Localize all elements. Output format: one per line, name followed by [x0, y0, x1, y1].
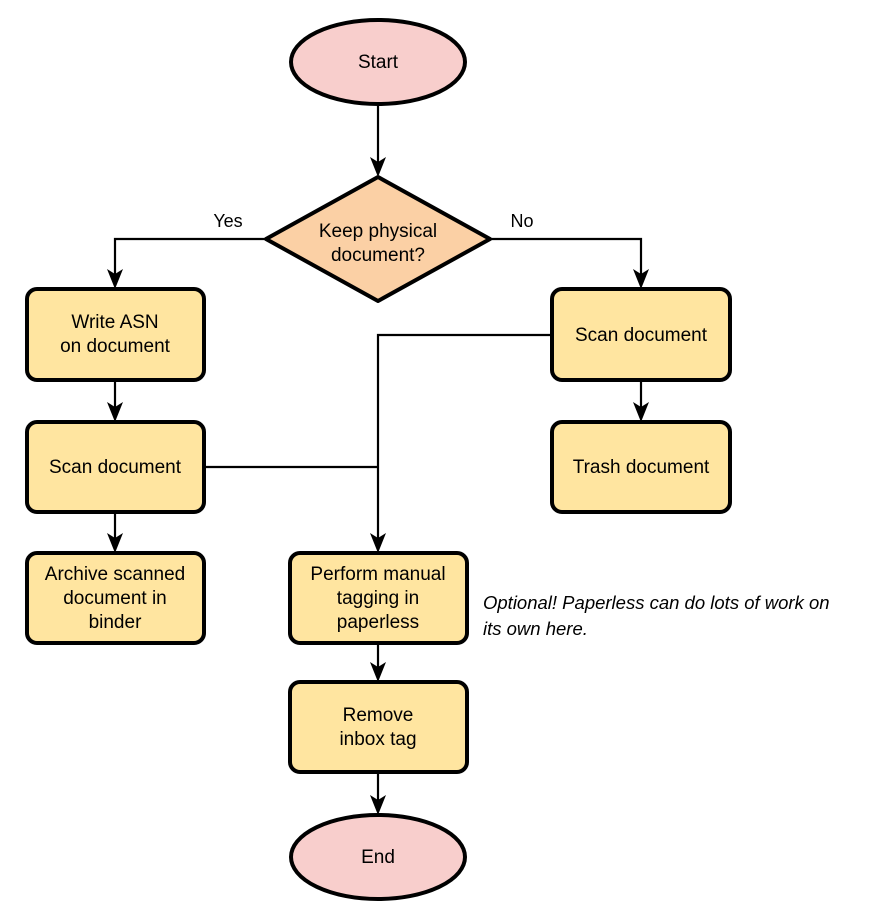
decision-diamond[interactable]	[264, 175, 492, 303]
node-perform-manual-tagging[interactable]: Perform manual tagging in paperless	[288, 551, 469, 645]
node-remove-inbox-tag[interactable]: Remove inbox tag	[288, 680, 469, 774]
annotation-line1: Optional! Paperless can do lots of work …	[483, 592, 830, 613]
scan-document-left-box[interactable]	[25, 420, 206, 514]
tagging-label-line2: tagging in	[337, 588, 419, 609]
write-asn-box[interactable]	[25, 287, 206, 382]
end-ellipse[interactable]	[289, 813, 467, 901]
edge-start-to-decision	[370, 104, 386, 177]
node-trash-document[interactable]: Trash document	[550, 420, 732, 514]
decision-label-line1: Keep physical	[319, 221, 437, 242]
edge-scan-left-to-archive	[107, 512, 123, 553]
edge-tagging-to-remove-inbox	[370, 643, 386, 682]
arrowhead-icon	[370, 157, 386, 177]
node-archive-scanned-document[interactable]: Archive scanned document in binder	[25, 551, 206, 645]
edge-line	[113, 237, 266, 275]
arrowhead-icon	[107, 533, 123, 553]
arrowhead-icon	[633, 269, 649, 289]
edge-scan-right-to-tagging	[370, 333, 552, 553]
end-label: End	[361, 847, 395, 868]
node-scan-document-right[interactable]: Scan document	[550, 287, 732, 382]
arrowhead-icon	[633, 402, 649, 422]
node-decision-keep-physical-document[interactable]: Keep physical document?	[264, 175, 492, 303]
write-asn-label-line2: on document	[60, 336, 171, 357]
trash-document-box[interactable]	[550, 420, 732, 514]
archive-label-line2: document in	[63, 588, 167, 609]
edge-decision-no-to-scan-right	[490, 237, 649, 289]
scan-document-right-box[interactable]	[550, 287, 732, 382]
arrowhead-icon	[370, 795, 386, 815]
edge-scan-right-to-trash	[633, 380, 649, 422]
archive-label-line1: Archive scanned	[45, 564, 185, 585]
trash-document-label: Trash document	[573, 457, 710, 478]
arrowhead-icon	[107, 269, 123, 289]
write-asn-label-line1: Write ASN	[71, 312, 158, 333]
remove-inbox-label-line1: Remove	[343, 705, 414, 726]
scan-document-left-label: Scan document	[49, 457, 182, 478]
edge-remove-inbox-to-end	[370, 772, 386, 815]
tagging-label-line3: paperless	[337, 612, 419, 633]
edge-label-no: No	[510, 211, 533, 231]
edge-decision-yes-to-write-asn	[107, 237, 266, 289]
node-start[interactable]: Start	[289, 18, 467, 106]
edge-line	[490, 237, 643, 275]
remove-inbox-tag-box[interactable]	[288, 680, 469, 774]
annotation-optional-note: Optional! Paperless can do lots of work …	[483, 592, 830, 639]
start-label: Start	[358, 52, 399, 73]
arrowhead-icon	[370, 533, 386, 553]
decision-label-line2: document?	[331, 245, 425, 266]
node-scan-document-left[interactable]: Scan document	[25, 420, 206, 514]
tagging-box[interactable]	[288, 551, 469, 645]
start-ellipse[interactable]	[289, 18, 467, 106]
edge-line	[376, 333, 552, 539]
node-write-asn[interactable]: Write ASN on document	[25, 287, 206, 382]
edge-write-asn-to-scan-left	[107, 380, 123, 422]
archive-label-line3: binder	[89, 612, 142, 633]
scan-document-right-label: Scan document	[575, 325, 708, 346]
arrowhead-icon	[370, 662, 386, 682]
archive-box[interactable]	[25, 551, 206, 645]
node-end[interactable]: End	[289, 813, 467, 901]
remove-inbox-label-line2: inbox tag	[339, 729, 416, 750]
tagging-label-line1: Perform manual	[310, 564, 445, 585]
annotation-line2: its own here.	[483, 618, 588, 639]
arrowhead-icon	[107, 402, 123, 422]
edge-label-yes: Yes	[213, 211, 242, 231]
